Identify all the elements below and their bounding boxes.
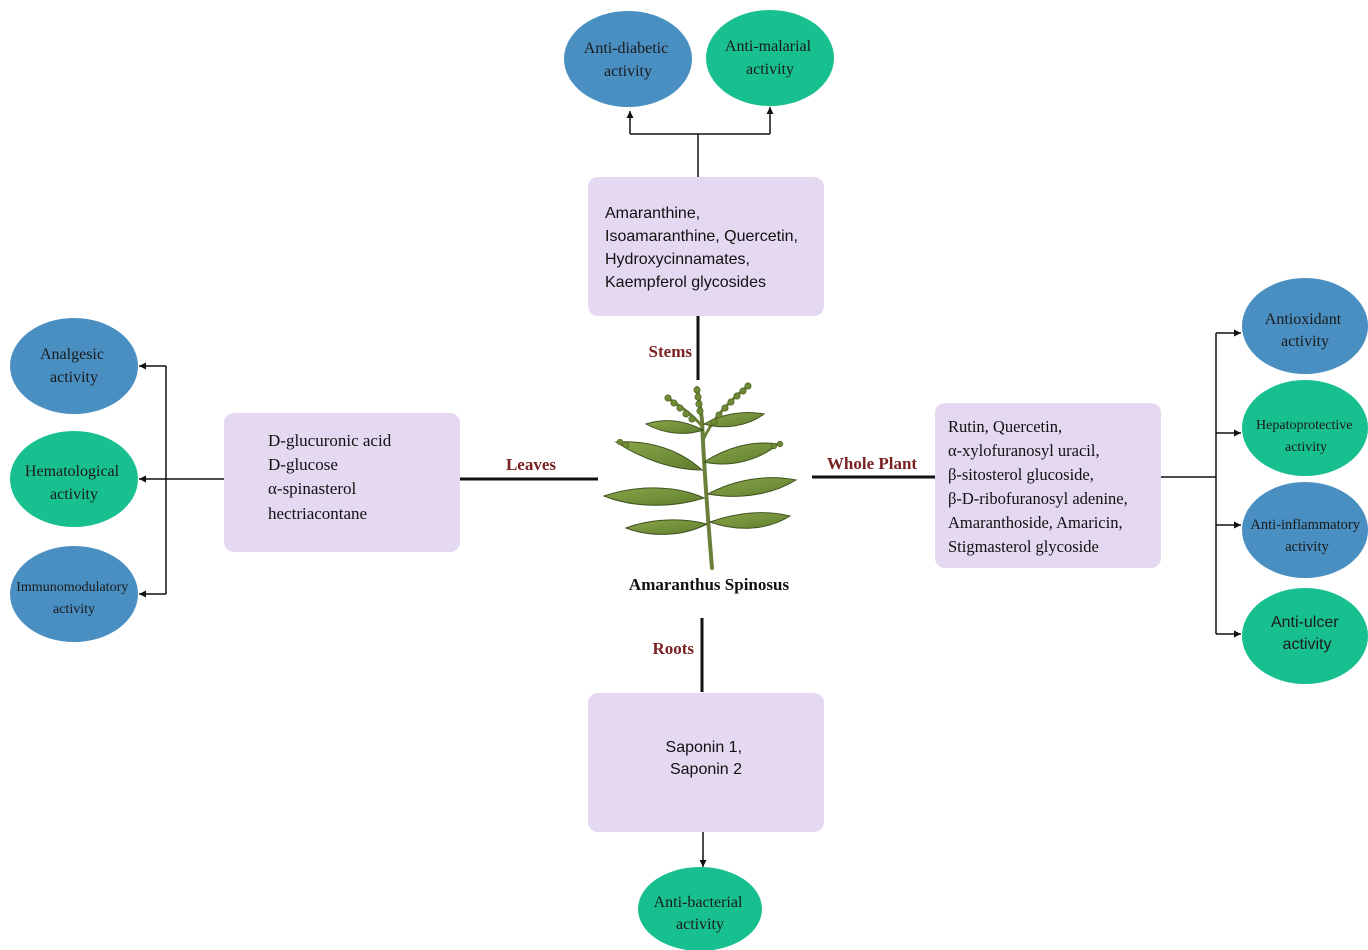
hematological-activity-node [10,431,138,527]
leaves-branch-label: Leaves [506,455,556,474]
plant-leaf-4 [706,477,798,497]
immunomodulatory-activity-text: Immunomodulatory activity [16,580,132,617]
antidiabetic-activity-text: Anti-diabetic activity [584,40,672,80]
stems-compound-box [588,177,824,316]
plant-leaf-5 [624,519,709,535]
leaves-branch: Analgesic activity Hematological activit… [10,318,598,642]
whole-plant-arrow-connector [1161,333,1217,634]
antiulcer-activity-text: Anti-ulcer activity [1271,614,1343,653]
plant-leaf-7 [644,420,705,434]
roots-branch-label: Roots [652,639,694,658]
hepatoprotective-activity-node [1242,380,1368,476]
antibacterial-activity-node [638,867,762,950]
antidiabetic-activity-node [564,11,692,107]
antioxidant-activity-text: Antioxidant activity [1265,311,1345,350]
antimalarial-activity-text: Anti-malarial activity [725,38,815,78]
hepatoprotective-activity-text: Hepatoprotective activity [1256,418,1356,455]
whole-plant-branch-label: Whole Plant [827,454,918,473]
whole-plant-compound-list: Rutin, Quercetin, α-xylofuranosyl uracil… [948,417,1132,556]
analgesic-activity-text: Analgesic activity [40,346,108,386]
amaranth-plant-illustration: Amaranthus Spinosus [602,382,798,594]
roots-branch: Roots Saponin 1, Saponin 2 Anti-bacteria… [588,618,824,950]
whole-plant-compound-box [935,403,1161,568]
stems-arrow-connector [630,133,770,177]
leaves-compound-box [224,413,460,552]
antioxidant-activity-node [1242,278,1368,374]
plant-leaf-2 [702,442,780,465]
stems-branch-label: Stems [649,342,693,361]
plant-leaf-1 [614,441,704,471]
hematological-activity-text: Hematological activity [25,463,123,503]
immunomodulatory-activity-node [10,546,138,642]
leaves-arrow-connector [165,366,224,594]
plant-leaf-6 [708,512,792,529]
roots-compound-box [588,693,824,832]
plant-main-stem [695,386,714,570]
antiinflammatory-activity-text: Anti-inflammatory activity [1250,517,1363,555]
antiulcer-activity-node [1242,588,1368,684]
stems-branch: Anti-diabetic activity Anti-malarial act… [564,10,834,380]
leaves-compound-list: D-glucuronic acid D-glucose α-spinastero… [268,431,395,523]
antibacterial-activity-text: Anti-bacterial activity [654,894,747,933]
antiinflammatory-activity-node [1242,482,1368,578]
plant-name-label: Amaranthus Spinosus [629,575,790,594]
stems-compound-list: Amaranthine, Isoamaranthine, Quercetin, … [605,205,802,291]
plant-leaf-3 [602,487,706,506]
whole-plant-branch: Rutin, Quercetin, α-xylofuranosyl uracil… [812,278,1368,684]
plant-flower-clusters [616,382,784,450]
analgesic-activity-node [10,318,138,414]
antimalarial-activity-node [706,10,834,106]
roots-compound-list: Saponin 1, Saponin 2 [666,739,747,778]
